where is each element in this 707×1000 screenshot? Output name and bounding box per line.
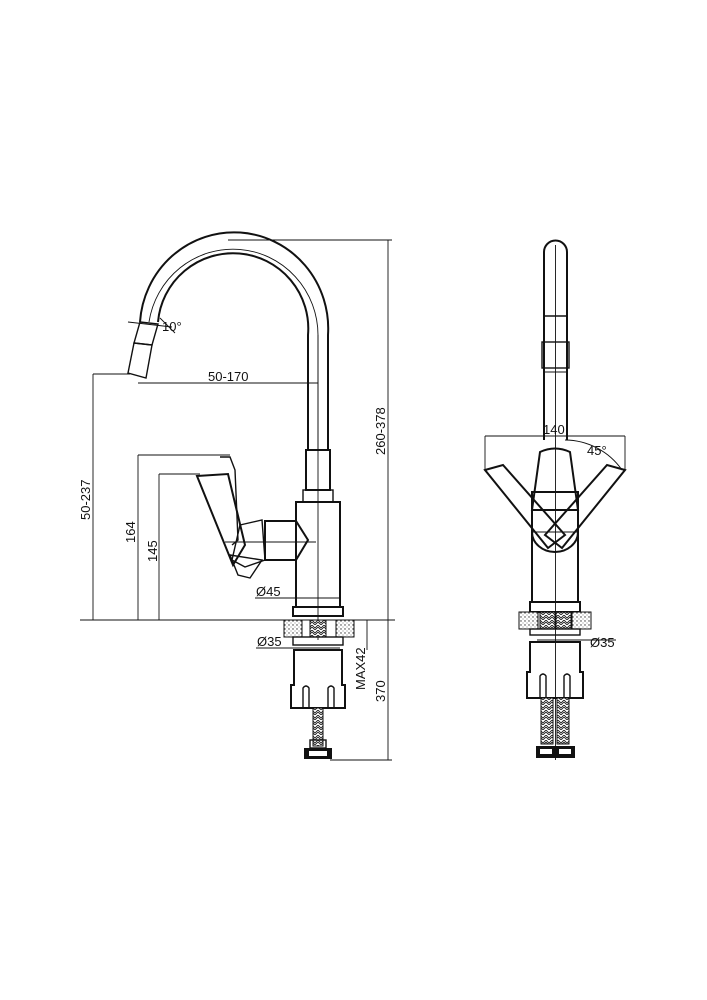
front-view: 140 45° Ø35 — [483, 239, 627, 760]
front-mounting: Ø35 — [518, 601, 616, 758]
lever-handle — [195, 456, 316, 579]
handle-height-label: 164 — [123, 521, 138, 543]
base-ring — [292, 606, 344, 617]
spout-tilt-label: 10° — [162, 319, 182, 334]
body-height-label: 145 — [145, 540, 160, 562]
side-mounting: Ø35 — [256, 619, 355, 759]
spout-height-label: 50-237 — [78, 480, 93, 520]
side-dimensions: 50-170 50-237 164 145 Ø45 260-378 MAX42 — [78, 239, 395, 761]
side-view: 10° 50-170 50-237 — [78, 231, 395, 761]
side-mount-diameter-label: Ø35 — [257, 634, 282, 649]
handle-span-label: 140 — [543, 422, 565, 437]
handle-angle-label: 45° — [587, 443, 607, 458]
aerator: 10° — [127, 317, 182, 379]
front-handles — [483, 447, 627, 603]
spout — [139, 231, 330, 450]
total-height-label: 260-378 — [373, 407, 388, 455]
front-mount-diameter-label: Ø35 — [590, 635, 615, 650]
max-countertop-label: MAX42 — [353, 647, 368, 690]
front-spout — [543, 239, 568, 440]
under-sink-length-label: 370 — [373, 680, 388, 702]
reach-label: 50-170 — [208, 369, 248, 384]
body-diameter-label: Ø45 — [256, 584, 281, 599]
